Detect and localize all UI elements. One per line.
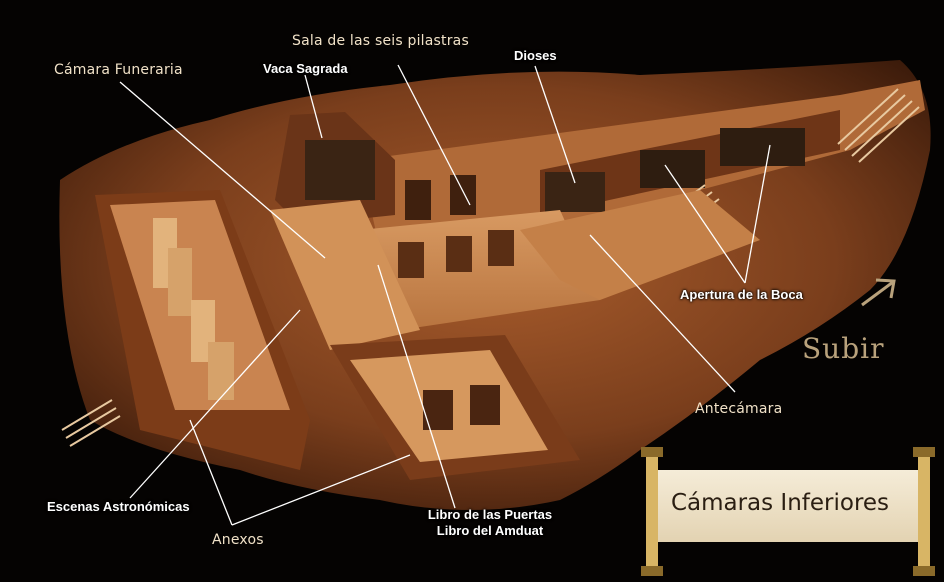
pillar xyxy=(398,242,424,278)
label-camara-funeraria: Cámara Funeraria xyxy=(54,62,183,78)
pillar xyxy=(488,230,514,266)
label-antecamara: Antecámara xyxy=(695,401,783,417)
relief-panel xyxy=(545,172,605,212)
stairs-left xyxy=(61,399,121,447)
relief-panel xyxy=(305,140,375,200)
pillar xyxy=(405,180,431,220)
pillar xyxy=(470,385,500,425)
leader-lines xyxy=(119,64,771,526)
relief-panel xyxy=(640,150,705,188)
relief-panel xyxy=(720,128,805,166)
label-sala-pilastras: Sala de las seis pilastras xyxy=(292,33,469,49)
label-vaca-sagrada: Vaca Sagrada xyxy=(263,61,348,76)
label-escenas-astronomicas: Escenas Astronómicas xyxy=(47,499,190,514)
pillar xyxy=(208,342,234,400)
burial-chamber-floor xyxy=(270,200,420,350)
label-libro-puertas: Libro de las Puertas xyxy=(427,507,553,522)
pillar xyxy=(446,236,472,272)
label-anexos: Anexos xyxy=(212,532,264,548)
pillar xyxy=(423,390,453,430)
label-libro-amduat: Libro del Amduat xyxy=(436,523,544,538)
scroll-banner xyxy=(641,447,935,576)
scroll-title: Cámaras Inferiores xyxy=(670,490,890,516)
arrow-up-right-icon xyxy=(861,278,896,307)
subir-link[interactable]: Subir xyxy=(802,332,885,365)
pillar xyxy=(168,248,192,316)
label-dioses: Dioses xyxy=(514,48,557,63)
label-apertura-boca: Apertura de la Boca xyxy=(680,287,803,302)
pillar xyxy=(450,175,476,215)
